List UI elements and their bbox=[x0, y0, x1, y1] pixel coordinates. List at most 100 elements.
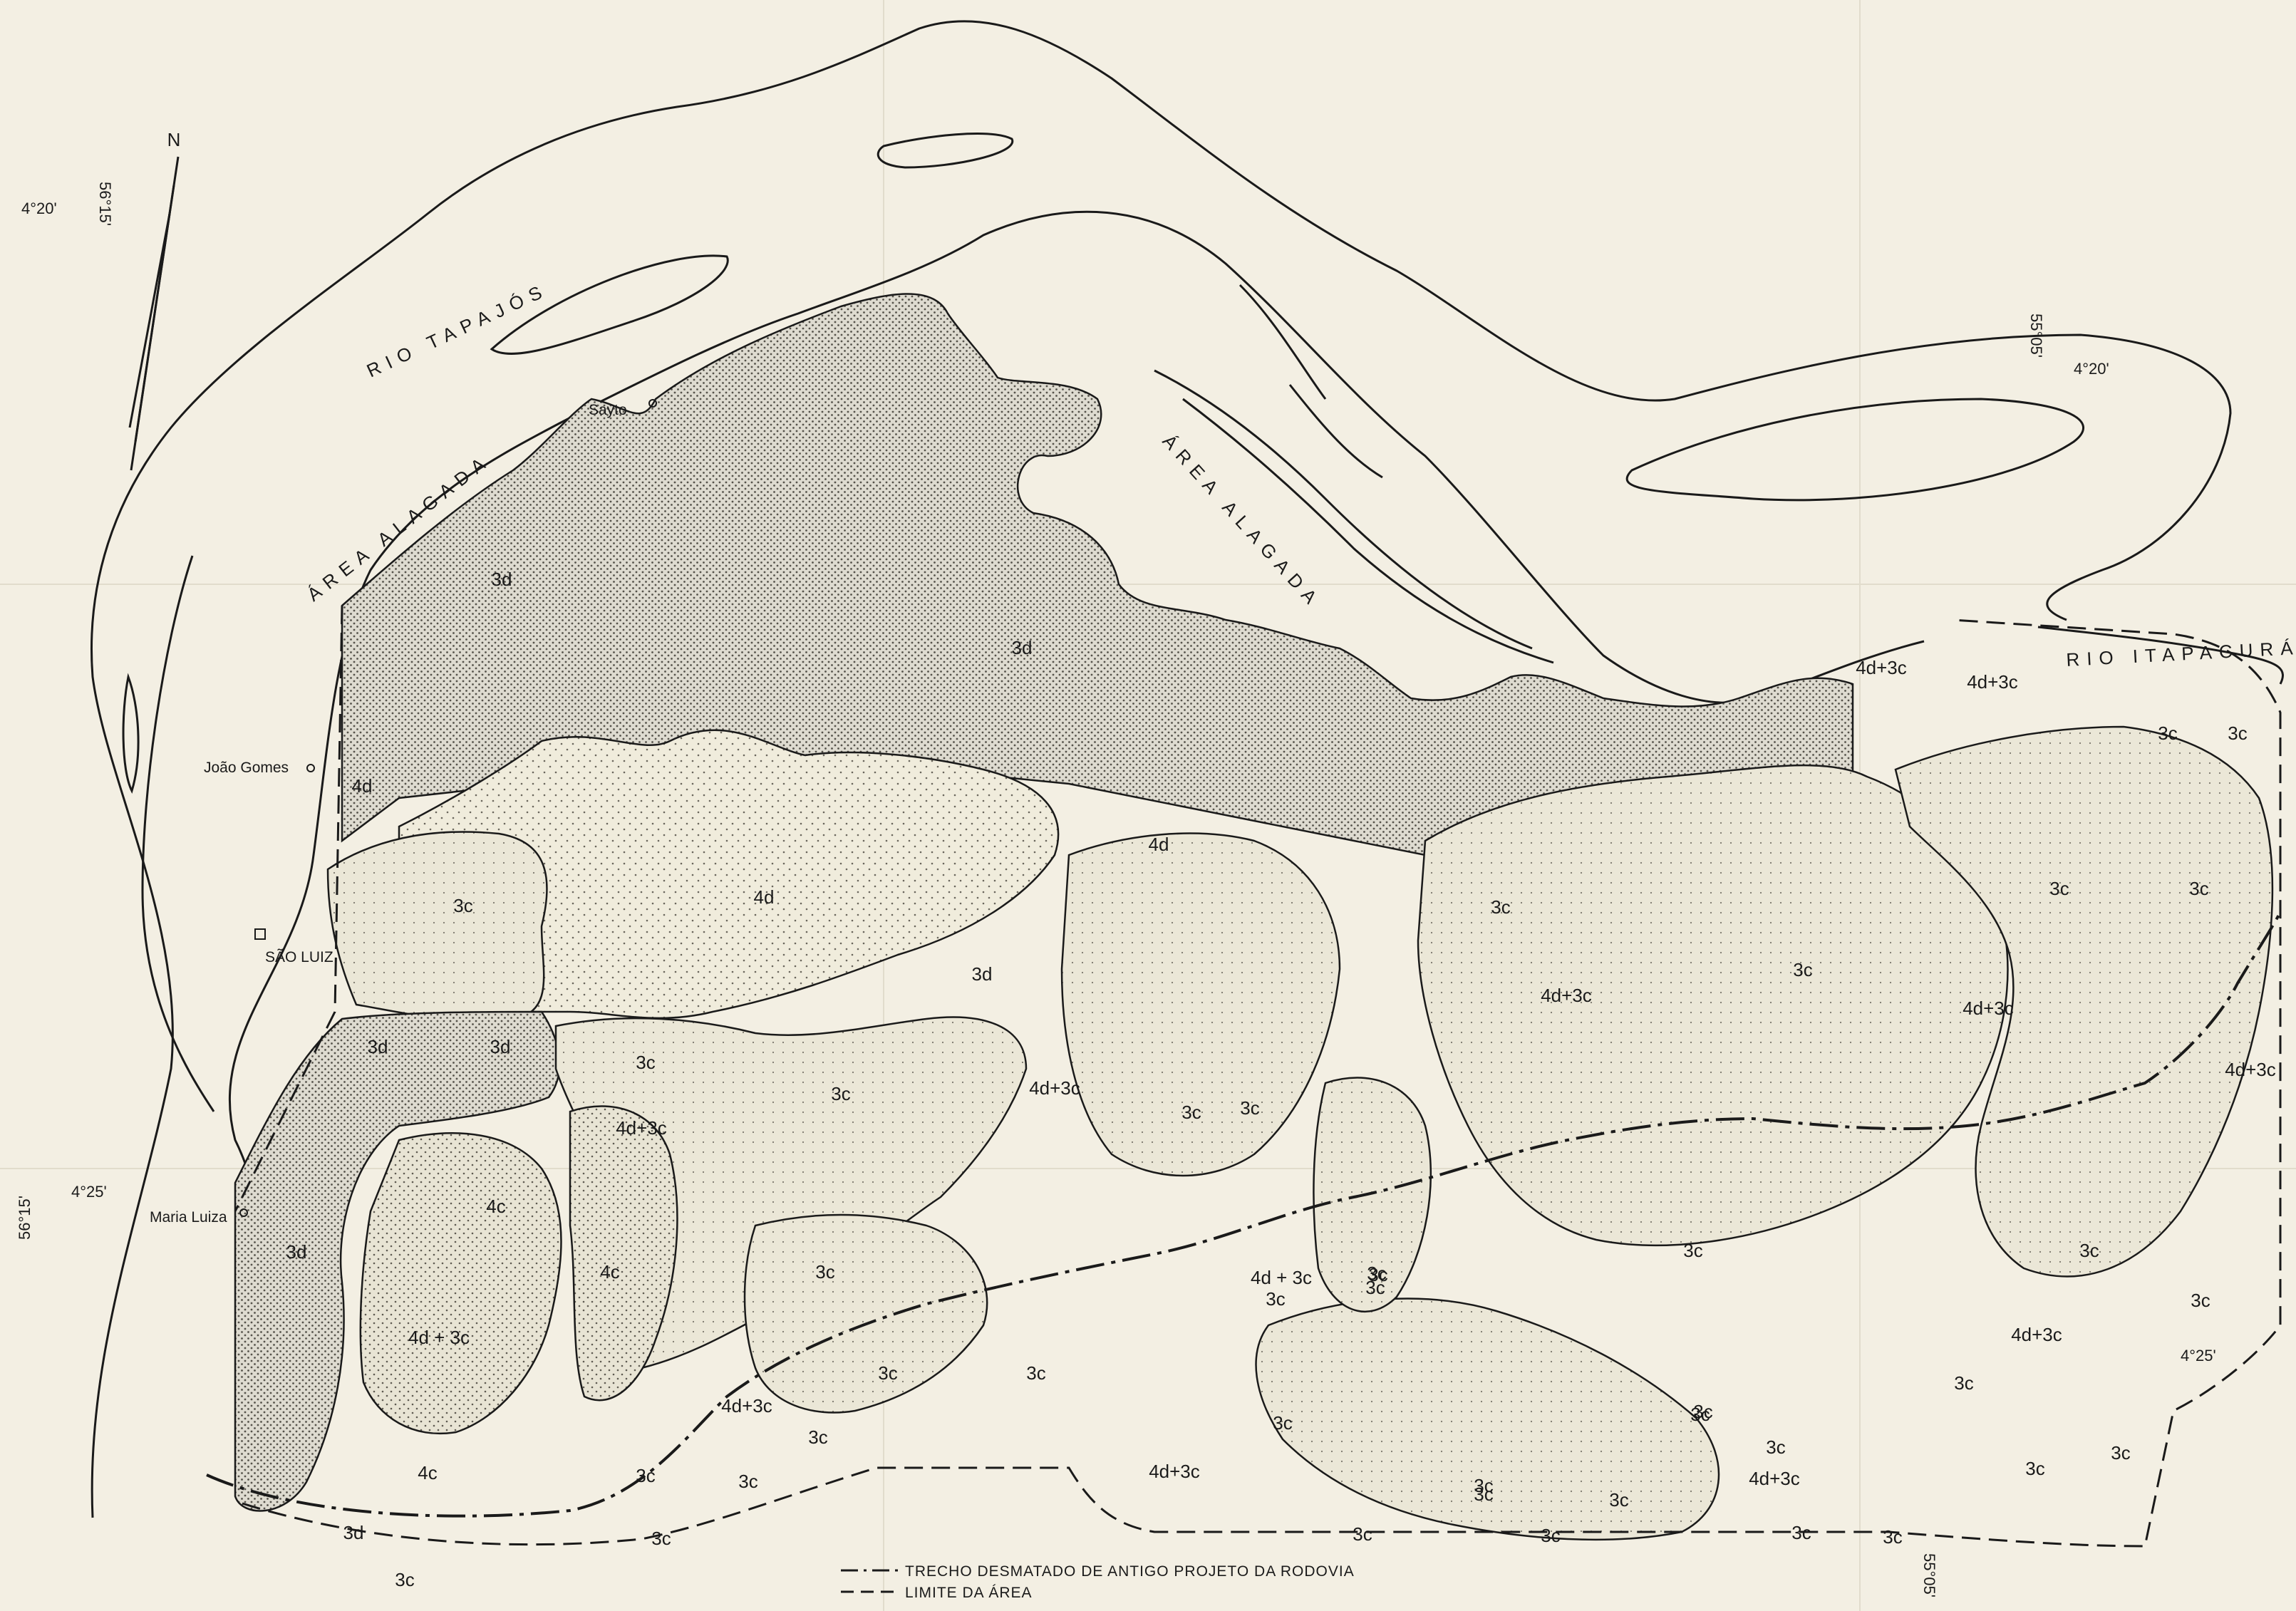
unit-3c-southcenter bbox=[743, 1213, 988, 1414]
coord-lon-top-left: 56°15' bbox=[96, 182, 114, 226]
unit-label: 3c bbox=[651, 1528, 671, 1549]
river-south-bank bbox=[228, 210, 1925, 1461]
coord-lat-top-left: 4°20' bbox=[21, 200, 57, 217]
unit-label: 3d bbox=[286, 1241, 307, 1263]
unit-label: 3c bbox=[1240, 1097, 1259, 1119]
river-island-long bbox=[490, 254, 729, 355]
unit-label: 3d bbox=[1012, 637, 1033, 658]
label-area-alagada-center: ÁREA ALAGADA bbox=[1159, 430, 1326, 613]
unit-label: 3c bbox=[1683, 1240, 1702, 1261]
river-channel-d bbox=[1239, 284, 1327, 400]
unit-label: 3c bbox=[636, 1052, 655, 1073]
unit-label: 3c bbox=[636, 1465, 655, 1486]
unit-label: 3c bbox=[2191, 1290, 2210, 1311]
unit-label: 3c bbox=[1690, 1404, 1710, 1425]
label-rio-tapajos: RIO TAPAJÓS bbox=[363, 279, 552, 382]
river-channel-a bbox=[1154, 369, 1533, 650]
river-island-top bbox=[876, 133, 1014, 169]
unit-label: 3d bbox=[972, 963, 993, 985]
unit-3c-valley bbox=[1313, 1077, 1432, 1313]
unit-label: 4d + 3c bbox=[408, 1327, 470, 1348]
legend-label-boundary: LIMITE DA ÁREA bbox=[905, 1585, 1033, 1601]
unit-3c-center-east bbox=[1060, 832, 1341, 1177]
unit-label: 3c bbox=[815, 1261, 834, 1283]
river-channel-b bbox=[1182, 398, 1554, 664]
unit-label: 4d+3c bbox=[721, 1395, 772, 1416]
unit-label: 4d bbox=[1149, 834, 1169, 855]
unit-label: 3d bbox=[343, 1522, 364, 1543]
label-rio-itapacura: RIO ITAPACURÁ bbox=[2066, 637, 2296, 670]
unit-4c-south bbox=[359, 1132, 562, 1435]
unit-label: 3c bbox=[1474, 1475, 1493, 1496]
unit-label: 3c bbox=[1353, 1523, 1372, 1545]
unit-label: 4d+3c bbox=[2225, 1059, 2276, 1080]
unit-4c-center bbox=[569, 1105, 678, 1402]
river-left-islet bbox=[122, 673, 140, 794]
unit-label: 4c bbox=[600, 1261, 619, 1283]
unit-3c-east bbox=[1417, 764, 2009, 1247]
unit-label: 3c bbox=[1474, 1483, 1493, 1505]
unit-label: 3c bbox=[2228, 722, 2247, 744]
coord-lat-left-bottom: 4°25' bbox=[71, 1183, 107, 1201]
river-tapajos bbox=[90, 20, 2284, 1518]
unit-label: 3c bbox=[878, 1362, 897, 1384]
place-sayto: Sayto bbox=[589, 402, 627, 418]
unit-label: 3c bbox=[453, 895, 472, 916]
place-joao-gomes-marker bbox=[306, 764, 315, 772]
unit-label: 3c bbox=[2158, 722, 2177, 744]
unit-label: 3c bbox=[831, 1083, 850, 1104]
unit-3c-fareast bbox=[1894, 725, 2274, 1278]
north-arrow bbox=[128, 156, 180, 471]
area-boundary bbox=[242, 618, 2282, 1548]
unit-label: 3c bbox=[1266, 1288, 1285, 1310]
unit-label: 3c bbox=[395, 1569, 414, 1590]
place-joao-gomes: João Gomes bbox=[204, 760, 289, 776]
unit-label: 4d+3c bbox=[1029, 1077, 1080, 1099]
unit-label: 3d bbox=[492, 569, 512, 590]
unit-label: 3c bbox=[738, 1471, 757, 1492]
coord-lon-left-bottom: 56°15' bbox=[16, 1196, 33, 1240]
unit-label: 3c bbox=[1791, 1522, 1811, 1543]
unit-label: 3d bbox=[490, 1036, 511, 1057]
unit-4d-central bbox=[398, 729, 1060, 1020]
unit-label: 3c bbox=[2079, 1240, 2099, 1261]
legend: TRECHO DESMATADO DE ANTIGO PROJETO DA RO… bbox=[841, 1563, 1355, 1601]
unit-label: 3c bbox=[2189, 878, 2208, 899]
river-channel-c bbox=[1288, 384, 1383, 479]
unit-label: 3d bbox=[368, 1036, 388, 1057]
unit-label: 4d+3c bbox=[1541, 985, 1592, 1006]
unit-label: 4d+3c bbox=[1149, 1461, 1200, 1482]
unit-label: 3c bbox=[1883, 1526, 1902, 1548]
place-sayto-marker bbox=[648, 399, 657, 408]
coord-lon-bottom-right: 55°05' bbox=[1920, 1553, 1938, 1597]
unit-label: 4d+3c bbox=[1856, 657, 1907, 678]
unit-label: 4d bbox=[754, 886, 775, 908]
unit-label: 4d+3c bbox=[616, 1117, 667, 1139]
coord-lon-top-right: 55°05' bbox=[2027, 314, 2045, 358]
legend-label-road: TRECHO DESMATADO DE ANTIGO PROJETO DA RO… bbox=[905, 1563, 1355, 1580]
unit-label: 3c bbox=[1954, 1372, 1973, 1394]
unit-label: 3c bbox=[1367, 1263, 1386, 1284]
road-line bbox=[206, 911, 2282, 1518]
unit-label: 4c bbox=[486, 1196, 505, 1217]
place-sao-luiz-marker bbox=[254, 928, 266, 940]
unit-3d-southwest bbox=[234, 1010, 561, 1512]
soil-units bbox=[234, 293, 2274, 1541]
area-boundary-west bbox=[234, 605, 343, 1212]
river-island-right bbox=[1625, 398, 2084, 502]
unit-label: 4d bbox=[352, 775, 373, 797]
river-itapacura bbox=[2037, 626, 2284, 685]
unit-label: 4d+3c bbox=[1749, 1468, 1800, 1489]
place-sao-luiz: SÃO LUIZ bbox=[265, 948, 333, 965]
place-maria-luiza: Maria Luiza bbox=[150, 1209, 227, 1226]
unit-label: 3c bbox=[1181, 1102, 1201, 1123]
unit-3d-north bbox=[341, 293, 1854, 856]
unit-label: 3c bbox=[1273, 1412, 1292, 1434]
unit-3c-westblock bbox=[326, 831, 548, 1022]
unit-label: 3c bbox=[1541, 1525, 1560, 1546]
unit-label: 3c bbox=[2025, 1458, 2044, 1479]
unit-label: 3c bbox=[1365, 1277, 1385, 1298]
unit-label: 4d+3c bbox=[2011, 1324, 2062, 1345]
unit-label: 3c bbox=[1793, 959, 1812, 980]
